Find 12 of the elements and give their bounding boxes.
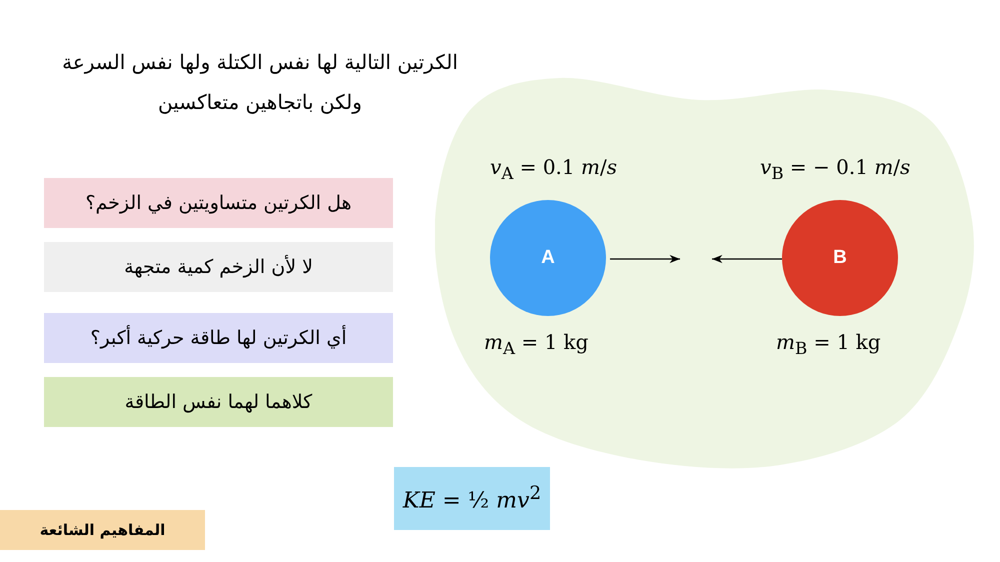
quantity-label: m$_{B}$ = 1 kg — [776, 330, 881, 358]
region-blob — [435, 75, 975, 470]
quantity-label: v$_{A}$ = 0.1 m/s — [490, 155, 617, 183]
answer-box: لا لأن الزخم كمية متجهة — [44, 242, 393, 292]
title: الكرتين التالية لها نفس الكتلة ولها نفس السرعة ولكن باتجاهين متعاكسين — [61, 49, 459, 116]
quantity-label: m$_{A}$ = 1 kg — [484, 330, 588, 358]
question-box: أي الكرتين لها طاقة حركية أكبر؟ — [44, 313, 393, 363]
answer-box: كلاهما لهما نفس الطاقة — [44, 377, 393, 427]
question-box: هل الكرتين متساويتين في الزخم؟ — [44, 178, 393, 228]
concepts-box: المفاهيم الشائعة — [0, 510, 205, 550]
quantity-label: v$_{B}$ = − 0.1 m/s — [760, 155, 910, 183]
formula-box: KE = ½ mv$^{2}$ — [394, 467, 550, 530]
